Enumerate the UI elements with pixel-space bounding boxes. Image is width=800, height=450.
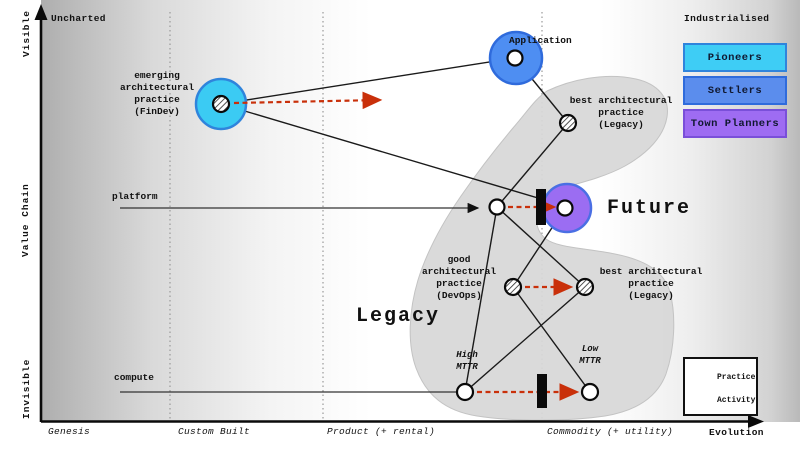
node-compute-high-mttr: [455, 382, 475, 402]
stage-product: Product (+ rental): [327, 426, 436, 437]
label-high-mttr: High MTTR: [456, 350, 478, 372]
y-axis-visible-label: Visible: [21, 10, 32, 57]
edge-findev-application: [220, 57, 516, 105]
inertia-bar-platform: [536, 189, 546, 225]
edge-bestlower-highmttr: [464, 286, 586, 393]
activity-legend-label: Activity: [717, 396, 756, 405]
node-future-platform: [556, 199, 574, 217]
edge-bestlegacy-platform: [496, 122, 569, 208]
uncharted-label: Uncharted: [51, 13, 106, 24]
y-axis-title: Value Chain: [20, 183, 31, 257]
axes: [39, 16, 752, 423]
label-application: Application: [509, 35, 572, 46]
x-axis-title: Evolution: [709, 427, 764, 438]
movement-findev: [233, 91, 383, 110]
legend-settlers: Settlers: [683, 76, 787, 105]
x-axis-arrowhead: [748, 415, 764, 428]
y-axis-invisible-label: Invisible: [21, 358, 32, 420]
label-low-mttr: Low MTTR: [579, 344, 601, 366]
label-emerging-practice: emerging architectural practice (FinDev): [119, 70, 195, 117]
label-good-practice-devops: good architectural practice (DevOps): [421, 254, 497, 301]
industrialised-label: Industrialised: [684, 13, 770, 24]
legend-town-planners: Town Planners: [683, 109, 787, 138]
node-compute-low-mttr: [580, 382, 600, 402]
map-edges: [220, 57, 591, 393]
node-best-practice-legacy-lower: [575, 277, 595, 297]
edge-platform-highmttr: [464, 206, 498, 393]
legacy-region-label: Legacy: [356, 305, 441, 328]
edge-platform-bestlower: [496, 206, 586, 288]
node-best-practice-legacy-upper: [558, 113, 578, 133]
y-axis-arrowhead: [34, 4, 48, 20]
stage-genesis: Genesis: [48, 426, 91, 437]
label-best-practice-lower: best architectural practice (Legacy): [599, 266, 703, 301]
edge-devops-lowmttr: [512, 286, 591, 393]
edge-findev-future: [220, 103, 566, 207]
inertia-bar-compute: [537, 374, 547, 408]
stage-commodity: Commodity (+ utility): [547, 426, 674, 437]
node-emerging-practice-findev: [211, 94, 231, 114]
node-good-practice-devops: [503, 277, 523, 297]
node-platform: [488, 198, 506, 216]
practice-legend-label: Practice: [717, 373, 756, 382]
node-application: [506, 49, 524, 67]
symbol-legend-box: Practice Activity: [683, 357, 758, 416]
label-best-practice-upper: best architectural practice (Legacy): [569, 95, 673, 130]
label-compute: compute: [114, 372, 154, 383]
stage-custom: Custom Built: [178, 426, 251, 437]
chain-lines: [120, 202, 480, 393]
future-region-label: Future: [607, 197, 692, 220]
label-platform: platform: [112, 191, 158, 202]
legend-pioneers: Pioneers: [683, 43, 787, 72]
